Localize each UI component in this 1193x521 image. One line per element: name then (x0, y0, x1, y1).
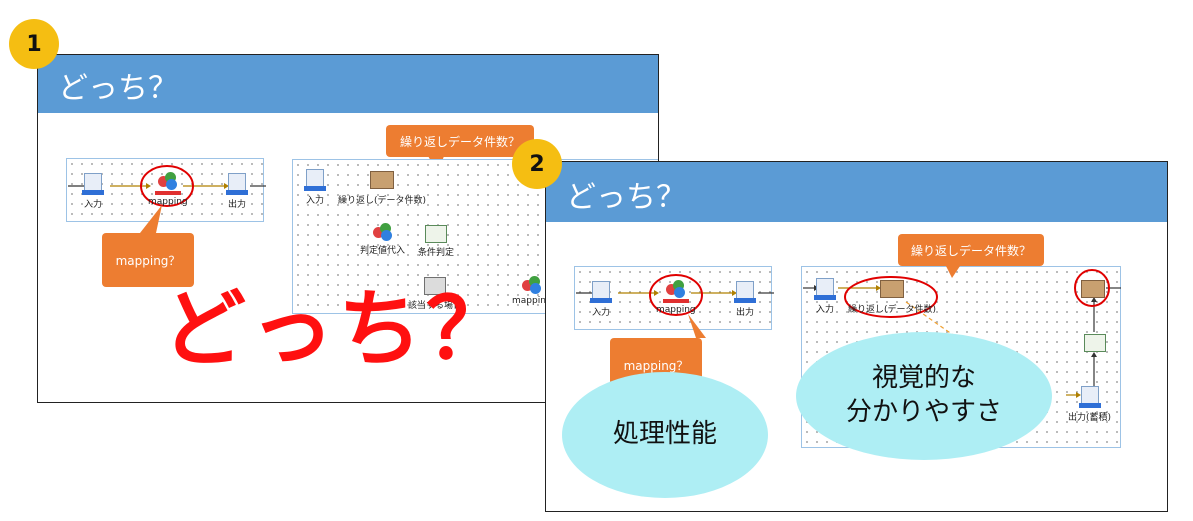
slide-1-assign-label: 判定値代入 (360, 246, 406, 256)
slide-2-output-accum-label: 出力(蓄積) (1068, 413, 1112, 423)
slide-1-input-label: 入力 (84, 200, 103, 210)
slide-2-loop-node: 繰り返し(データ件数) (848, 280, 936, 315)
csv-file-icon (734, 281, 756, 303)
slide-1-mapping-label: mapping (148, 197, 188, 207)
slide-1-loop-input-label: 入力 (306, 196, 325, 206)
loop-icon (880, 280, 905, 298)
csv-file-icon (1078, 386, 1101, 408)
mapping-icon (372, 223, 393, 241)
match-icon (424, 277, 446, 295)
slide-1-mapping-callout: mapping？ (102, 233, 194, 287)
slide-2-output-node: 出力 (734, 281, 756, 318)
slide-1-condition-label: 条件判定 (418, 248, 455, 258)
loop-end-icon (1081, 280, 1105, 298)
slide-2-loop-input-label: 入力 (816, 305, 835, 315)
slide-2-loop-input-node: 入力 (814, 278, 836, 315)
csv-file-icon (590, 281, 612, 303)
slide-2-connectors (576, 266, 1121, 398)
slide-2-clarity-bubble: 視覚的な 分かりやすさ (796, 332, 1052, 460)
slide-1-output-label: 出力 (228, 200, 247, 210)
slide-1-condition-node: 条件判定 (418, 225, 454, 258)
slide-2-loop-callout: 繰り返しデータ件数？ (898, 234, 1044, 266)
slide-2-performance-bubble: 処理性能 (562, 372, 768, 498)
mapping-icon (521, 276, 542, 294)
slide-1-big-question: どっち？ (162, 280, 515, 378)
csv-file-icon (304, 169, 326, 191)
slide-2-output-accum-node: 出力(蓄積) (1068, 386, 1111, 423)
mapping-icon (665, 280, 686, 298)
slide-2-input-node: 入力 (590, 281, 612, 318)
condition-icon (425, 225, 447, 243)
slide-1-mapping-node: mapping (148, 172, 188, 207)
csv-file-icon (226, 173, 248, 195)
slide-1-output-node: 出力 (226, 173, 248, 210)
mapping-icon (157, 172, 178, 190)
slide-1-loop-callout: 繰り返しデータ件数？ (386, 125, 534, 157)
slide-2-input-label: 入力 (592, 308, 611, 318)
slide-2-mapping-node: mapping (656, 280, 696, 315)
step-badge-1: 1 (9, 19, 59, 69)
slide-2-loop-label: 繰り返し(データ件数) (848, 305, 937, 315)
slide-1-assign-node: 判定値代入 (360, 223, 405, 256)
loop-icon (370, 171, 395, 189)
slide-1-loop-mapping-node: mapping (512, 276, 552, 306)
csv-file-icon (82, 173, 104, 195)
slide-1-match-node: 該当する場合 (408, 277, 462, 311)
slide-2: どっち？ 入力 (545, 161, 1168, 512)
slide-1-loop-node: 繰り返し(データ件数) (338, 171, 426, 206)
step-badge-2: 2 (512, 139, 562, 189)
condition-icon (1084, 334, 1106, 352)
slide-1-title: どっち？ (38, 55, 658, 113)
slide-2-title: どっち？ (546, 162, 1167, 222)
slide-2-clarity-line-1: 視覚的な (871, 363, 976, 394)
slide-2-clarity-line-2: 分かりやすさ (845, 397, 1002, 427)
csv-file-icon (814, 278, 836, 300)
slide-2-simple-flow-panel (574, 266, 772, 330)
slide-1-loop-label: 繰り返し(データ件数) (338, 196, 427, 206)
slide-1-match-label: 該当する場合 (408, 301, 463, 311)
slide-1-input-node: 入力 (82, 173, 104, 210)
slide-1-loop-input-node: 入力 (304, 169, 326, 206)
slide-1-loop-mapping-label: mapping (512, 296, 552, 306)
slide-2-output-label: 出力 (736, 308, 755, 318)
slide-2-mapping-label: mapping (656, 305, 696, 315)
